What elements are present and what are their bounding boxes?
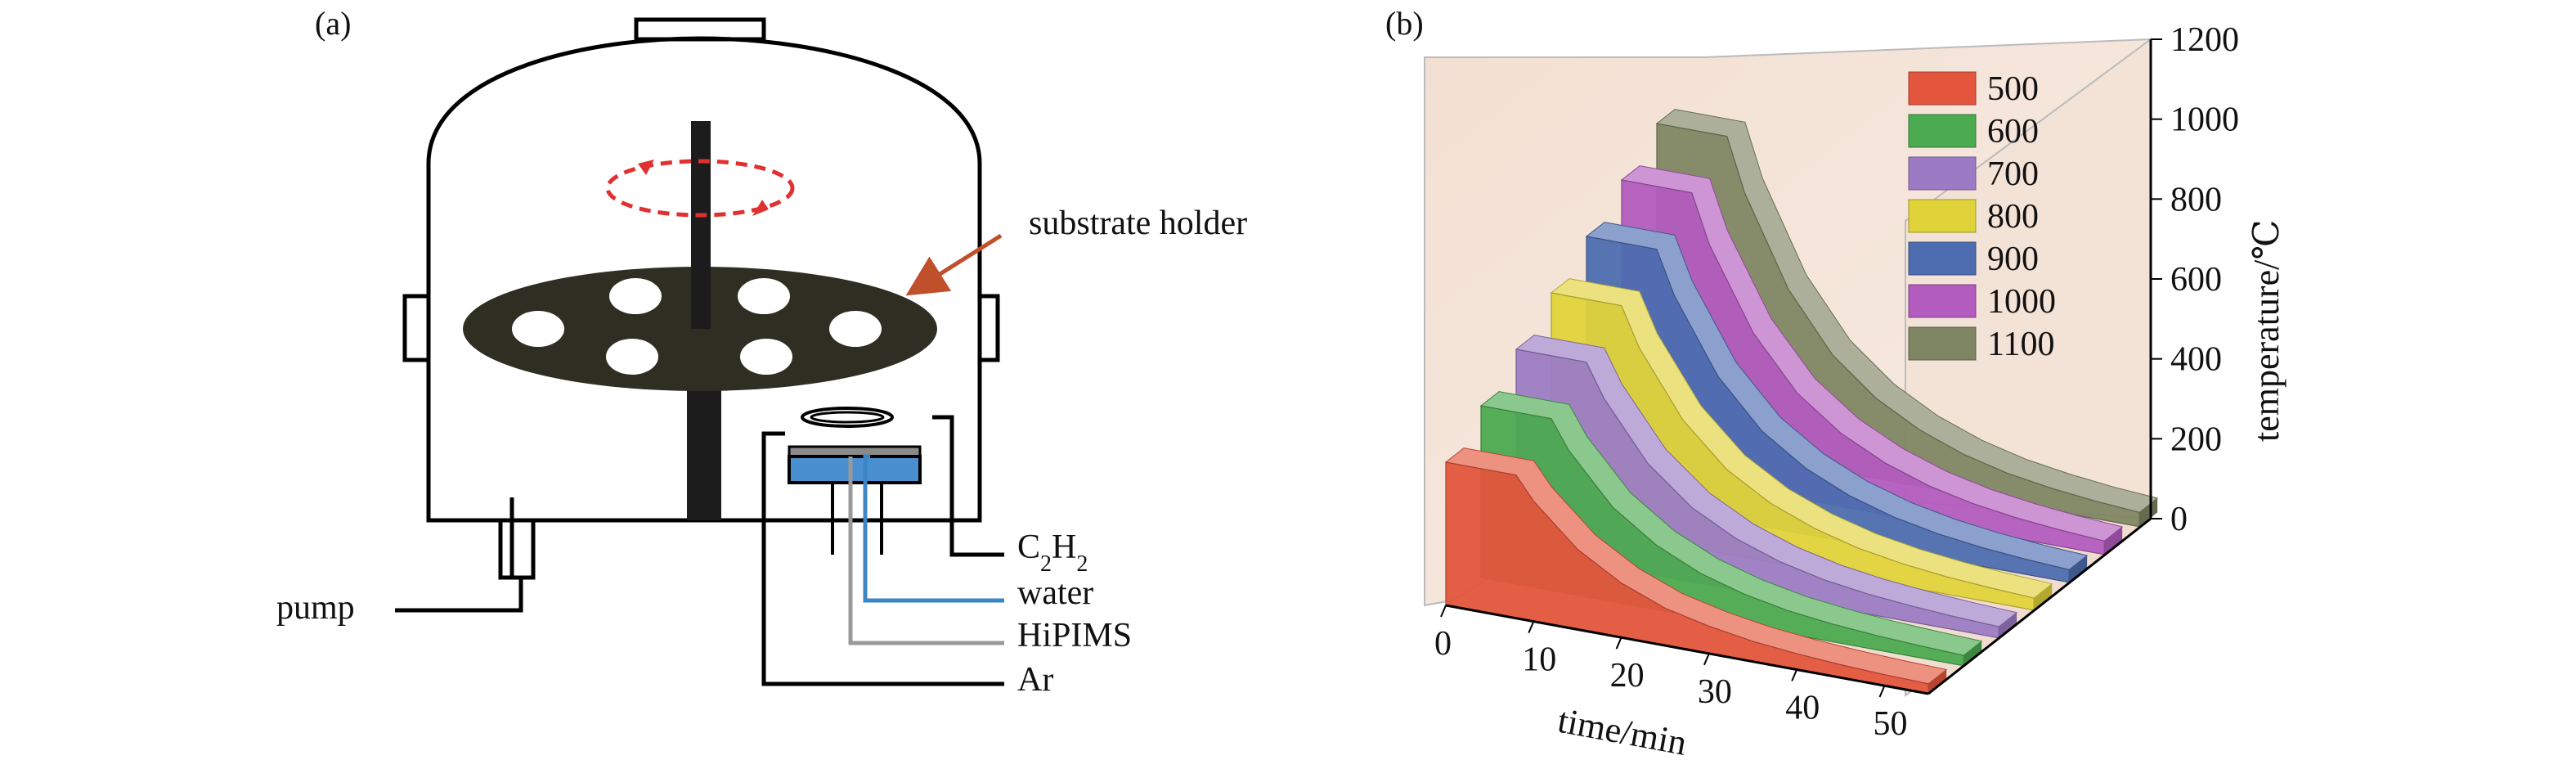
rotation-arrow — [605, 159, 795, 218]
y-tick-label: 400 — [2170, 341, 2222, 379]
rotation-arrowhead — [752, 200, 769, 216]
substrate-slot — [740, 339, 792, 375]
pump-line — [395, 578, 523, 613]
feed-lines — [761, 415, 1004, 686]
panel-b-label: (b) — [1385, 5, 1424, 42]
x-tick-label: 50 — [1874, 705, 1908, 743]
ar-label: Ar — [1017, 661, 1053, 699]
legend-label-500: 500 — [1987, 70, 2039, 108]
substrate-holder-pointer — [905, 233, 1003, 296]
panel-b: (b) 0 10 20 30 40 50 0 200 400 600 800 1000 1200 ti… — [1385, 5, 2287, 763]
legend-swatch-600 — [1908, 114, 1977, 148]
y-tick-label: 800 — [2170, 181, 2222, 218]
y-ticks: 0 200 400 600 800 1000 1200 — [2151, 21, 2239, 538]
x-tick-label: 40 — [1785, 689, 1820, 726]
substrate-slot — [609, 278, 662, 314]
series-end-cap — [2069, 555, 2088, 582]
y-tick-label: 600 — [2170, 261, 2222, 299]
y-tick-label: 200 — [2170, 420, 2222, 458]
x-tick-mark — [1615, 636, 1622, 650]
substrate-slot — [606, 339, 658, 375]
substrate-holder — [463, 121, 937, 520]
plasma-ring — [801, 407, 894, 428]
series-end-cap — [2104, 526, 2123, 555]
x-axis-line — [1445, 604, 1929, 695]
substrate-holder-label: substrate holder — [1029, 205, 1247, 242]
x-tick-mark — [1703, 653, 1710, 666]
y-tick-label: 0 — [2170, 501, 2188, 538]
substrate-slot — [738, 278, 790, 314]
target-block — [788, 455, 922, 484]
legend-label-800: 800 — [1987, 198, 2039, 236]
water-line — [863, 454, 1004, 603]
y-tick-label: 1000 — [2170, 101, 2239, 139]
legend-label-1100: 1100 — [1987, 326, 2054, 363]
x-tick-label: 20 — [1610, 657, 1645, 695]
x-tick-label: 30 — [1698, 673, 1732, 711]
legend: 500 600 700 800 900 1000 1100 — [1908, 70, 2056, 363]
left-port — [402, 294, 429, 362]
holder-shaft — [687, 389, 721, 520]
c2h2-label: C2H2 — [1017, 528, 1088, 577]
vacuum-chamber — [402, 17, 1000, 523]
hipims-label: HiPIMS — [1017, 617, 1132, 654]
series-end-cap — [1963, 641, 1982, 666]
panel-a: (a) — [276, 5, 1247, 699]
legend-swatch-800 — [1908, 199, 1977, 233]
x-axis-title: time/min — [1555, 700, 1690, 763]
x-tick-mark — [1440, 605, 1447, 618]
ar-line — [761, 431, 1004, 686]
panel-a-label: (a) — [315, 5, 351, 42]
substrate-slots — [512, 278, 882, 375]
substrate-slot — [829, 311, 882, 347]
x-tick-mark — [1528, 621, 1535, 633]
x-tick-mark — [1878, 685, 1886, 698]
legend-swatch-1000 — [1908, 284, 1977, 318]
series-end-cap — [1928, 669, 1947, 694]
c2h2-line — [932, 415, 1004, 557]
legend-label-600: 600 — [1987, 113, 2039, 151]
legend-label-900: 900 — [1987, 241, 2039, 278]
legend-swatch-700 — [1908, 156, 1977, 191]
depth-axis-line — [1928, 517, 2152, 695]
magnetron-cathode — [788, 407, 922, 555]
series-layer — [1444, 109, 2159, 695]
pump-duct — [498, 520, 536, 580]
pump-label: pump — [276, 589, 355, 627]
series-end-cap — [1999, 612, 2017, 638]
substrate-slot — [512, 311, 564, 347]
right-port — [980, 294, 1000, 362]
hipims-line — [848, 456, 1004, 645]
y-axis-title: temperature/℃ — [2246, 219, 2287, 442]
series-500 — [1444, 447, 1948, 695]
x-ticks: 0 10 20 30 40 50 — [1434, 605, 1908, 743]
legend-label-1000: 1000 — [1987, 283, 2056, 321]
plasma-ring-inner — [810, 411, 885, 424]
x-tick-label: 10 — [1522, 641, 1556, 679]
rotation-arrowhead — [638, 160, 654, 175]
rotation-rod — [691, 121, 711, 329]
y-tick-label: 1200 — [2170, 21, 2239, 59]
legend-label-700: 700 — [1987, 155, 2039, 193]
chamber-wall — [426, 36, 982, 523]
pump-port — [395, 497, 536, 613]
top-flange — [634, 17, 766, 42]
legend-swatch-500 — [1908, 71, 1977, 106]
series-end-cap — [2034, 583, 2053, 610]
legend-swatch-900 — [1908, 241, 1977, 276]
legend-swatch-1100 — [1908, 326, 1977, 361]
series-end-cap — [2139, 497, 2158, 527]
x-tick-mark — [1791, 669, 1798, 681]
chart-3d: 0 10 20 30 40 50 0 200 400 600 800 1000 1200 time/m… — [1424, 21, 2287, 763]
water-label: water — [1017, 574, 1093, 612]
x-tick-label: 0 — [1434, 625, 1452, 663]
